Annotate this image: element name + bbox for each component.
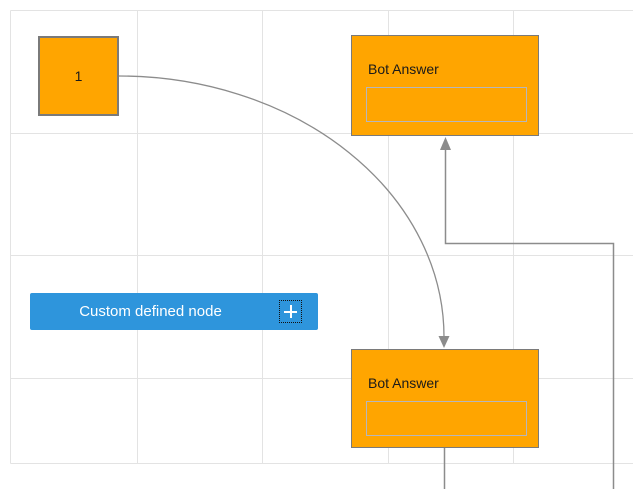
custom-node[interactable]: Custom defined node xyxy=(30,293,318,330)
bot-answer-node-bottom[interactable]: Bot Answer xyxy=(351,349,539,448)
bot-answer-input-box[interactable] xyxy=(366,87,527,122)
plus-icon xyxy=(280,301,301,322)
start-node[interactable]: 1 xyxy=(38,36,119,116)
connector-orthogonal[interactable] xyxy=(440,137,615,489)
arrowhead-up-icon xyxy=(440,137,451,150)
bot-answer-node-top[interactable]: Bot Answer xyxy=(351,35,539,136)
bot-answer-title: Bot Answer xyxy=(368,375,439,391)
connector-curve[interactable] xyxy=(118,75,450,348)
bot-answer-title: Bot Answer xyxy=(368,61,439,77)
custom-node-label: Custom defined node xyxy=(79,303,222,320)
arrowhead-down-icon xyxy=(438,336,450,348)
bot-answer-input-box[interactable] xyxy=(366,401,527,436)
start-node-label: 1 xyxy=(74,68,83,84)
add-button[interactable] xyxy=(279,300,302,323)
